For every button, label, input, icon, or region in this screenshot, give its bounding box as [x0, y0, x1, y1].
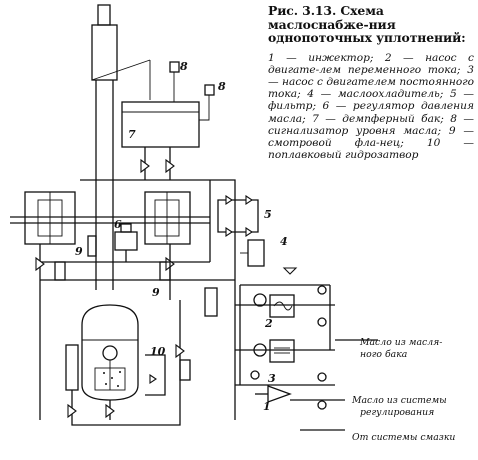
label-8-right: 8: [218, 80, 226, 93]
label-9-right: 9: [152, 286, 160, 299]
pressure-gauges: [250, 267, 327, 410]
level-signalers: [169, 61, 215, 121]
pump-ac: [253, 293, 295, 318]
label-5: 5: [264, 208, 272, 221]
figure-caption: Рис. 3.13. Схема маслоснабже-ния однопот…: [268, 4, 474, 161]
label-4: 4: [280, 235, 288, 248]
pump-dc: [253, 339, 295, 363]
label-6: 6: [114, 218, 122, 231]
seal-housing-right: [144, 191, 191, 300]
label-7: 7: [128, 128, 136, 141]
label-9-left: 9: [75, 245, 83, 258]
label-1: 1: [263, 400, 271, 413]
pressure-regulator: [114, 223, 138, 262]
label-3: 3: [268, 372, 276, 385]
label-10: 10: [150, 345, 166, 358]
label-2: 2: [264, 317, 273, 330]
damper-tank: [121, 101, 200, 180]
filter: [217, 194, 259, 238]
label-from-lubrication: От системы смазки: [352, 432, 455, 443]
sight-flanges: [54, 235, 218, 426]
label-8-top: 8: [180, 60, 188, 73]
label-oil-main-tank-1: Масло из масля-: [359, 337, 442, 348]
oil-cooler: [240, 239, 265, 267]
figure-legend: 1 — инжектор; 2 — насос с двигате-лем пе…: [268, 51, 474, 162]
label-oil-regulation-1: Масло из системы: [351, 395, 447, 406]
label-oil-main-tank-2: ного бака: [360, 349, 407, 360]
injector: [255, 385, 292, 403]
float-seal-vessel: [81, 304, 139, 420]
label-oil-regulation-2: регулирования: [360, 407, 434, 418]
seal-housing-left: [24, 191, 76, 420]
figure-title: Рис. 3.13. Схема маслоснабже-ния однопот…: [268, 3, 466, 45]
pipelines: [10, 179, 378, 431]
